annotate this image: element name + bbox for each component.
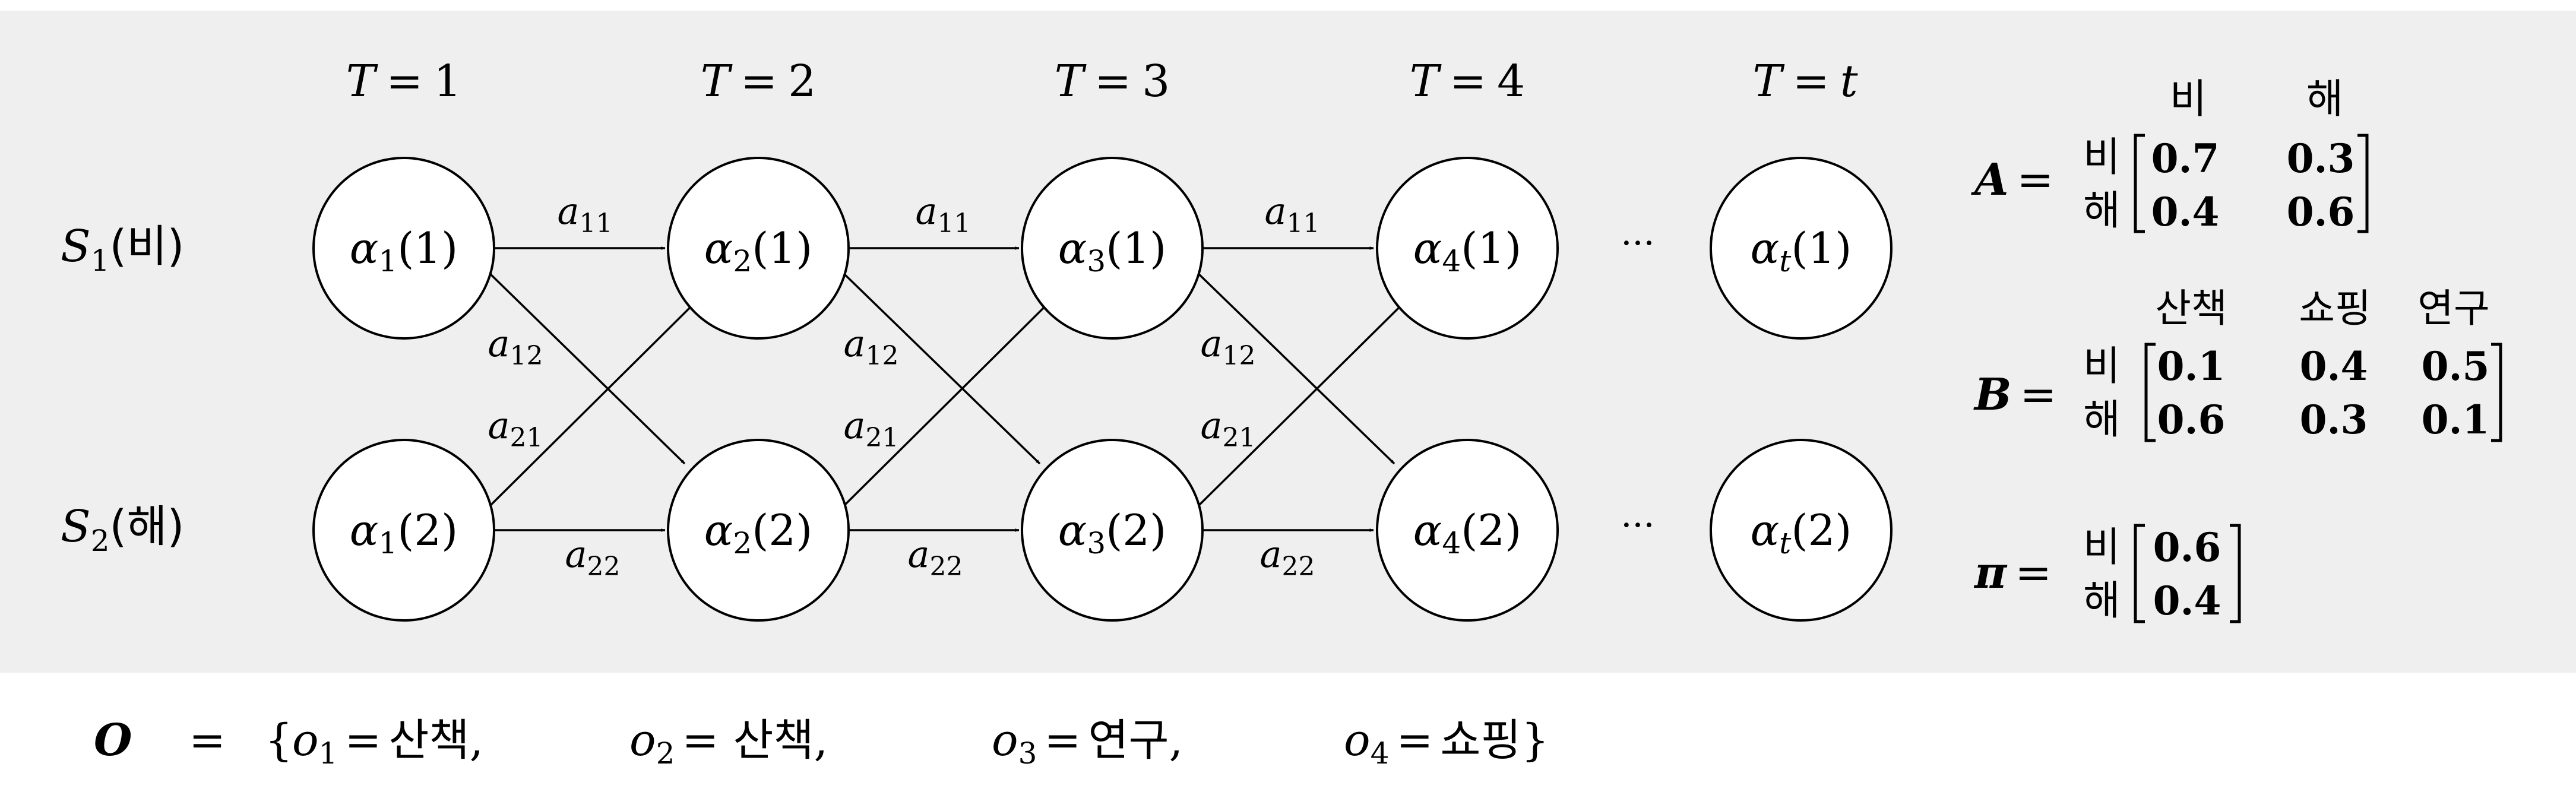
matrix-a-label: A= [1971, 154, 2053, 205]
matrix-b-left-bracket [2144, 343, 2156, 442]
observation-open-brace: { [265, 715, 293, 766]
matrix-b-row-2: 해 [2083, 397, 2121, 443]
observation-2: o2=산책, [629, 715, 828, 771]
edge-label-a11-1: a11 [558, 189, 613, 239]
edge-label-a12-3: a12 [1201, 322, 1256, 371]
node-alpha-2-1 [667, 157, 850, 340]
observation-4: o4=쇼핑} [1344, 715, 1549, 771]
matrix-a-right-bracket [2357, 134, 2369, 233]
node-label-alpha-1-2: α1(2) [350, 505, 458, 560]
edge-3-4-a12 [1194, 270, 1395, 465]
observation-1: o1=산책, [292, 715, 483, 771]
time-label-4: T=4 [1410, 56, 1525, 107]
vector-pi: π= 비 해 0.6 0.4 [1973, 524, 2241, 625]
matrix-a-cell-1-1: 0.7 [2151, 135, 2220, 182]
matrix-b-cell-2-1: 0.6 [2157, 397, 2226, 443]
matrix-a-col-2: 해 [2306, 76, 2344, 123]
node-alpha-t-1 [1710, 157, 1893, 340]
vector-pi-left-bracket [2134, 524, 2145, 623]
edge-label-a11-3: a11 [1265, 189, 1320, 239]
node-label-alpha-t-1: αt(1) [1751, 223, 1852, 278]
matrix-a-row-1: 비 [2083, 134, 2121, 181]
ellipsis-row-2: ··· [1621, 505, 1654, 546]
edge-3-4-a21 [1194, 304, 1403, 510]
node-alpha-2-2 [667, 439, 850, 622]
matrix-a-cell-2-1: 0.4 [2151, 189, 2220, 235]
matrix-a-cell-2-2: 0.6 [2287, 189, 2355, 235]
observation-symbol: O [94, 715, 132, 766]
node-alpha-4-1 [1376, 157, 1559, 340]
node-alpha-1-2 [312, 439, 495, 622]
node-alpha-3-1 [1021, 157, 1204, 340]
matrix-b-row-1: 비 [2083, 343, 2121, 390]
matrix-b-cell-1-1: 0.1 [2157, 343, 2226, 389]
matrix-a-row-2: 해 [2083, 188, 2121, 235]
node-label-alpha-3-1: α3(1) [1058, 223, 1166, 278]
matrix-a-cell-1-2: 0.3 [2287, 135, 2355, 182]
node-label-alpha-t-2: αt(2) [1751, 505, 1852, 560]
edge-label-a22-3: a22 [1260, 533, 1315, 582]
matrix-b: B= 산책 쇼핑 연구 비 해 0.1 0.4 0.5 0.6 0.3 0.1 [1973, 286, 2502, 443]
edge-label-a22-2: a22 [908, 533, 963, 582]
vector-pi-row-2: 해 [2083, 578, 2121, 625]
edge-1-2-a21 [486, 304, 694, 510]
matrix-b-label: B= [1973, 369, 2057, 420]
edge-label-a12-1: a12 [488, 322, 543, 371]
node-alpha-1-1 [312, 157, 495, 340]
edge-label-a21-1: a21 [488, 404, 543, 453]
node-label-alpha-3-2: α3(2) [1058, 505, 1166, 560]
node-alpha-4-2 [1376, 439, 1559, 622]
matrix-b-cell-2-2: 0.3 [2300, 397, 2368, 443]
node-alpha-t-2 [1710, 439, 1893, 622]
matrix-b-col-2: 쇼핑 [2299, 286, 2371, 331]
vector-pi-row-1: 비 [2083, 524, 2121, 571]
node-label-alpha-2-2: α2(2) [704, 505, 812, 560]
matrix-b-col-3: 연구 [2417, 286, 2489, 331]
matrix-a-left-bracket [2134, 134, 2145, 233]
matrix-b-right-bracket [2491, 343, 2502, 442]
observation-equals: = [189, 715, 226, 766]
vector-pi-cell-2: 0.4 [2153, 578, 2221, 624]
state-label-1: S1(비) [61, 221, 184, 278]
matrix-b-cell-1-3: 0.5 [2422, 343, 2490, 389]
time-label-2: T=2 [701, 56, 816, 107]
node-label-alpha-4-2: α4(2) [1413, 505, 1521, 560]
state-label-2: S2(해) [61, 501, 184, 558]
vector-pi-right-bracket [2230, 524, 2241, 623]
edge-label-a11-2: a11 [916, 189, 971, 239]
edge-label-a21-3: a21 [1201, 404, 1256, 453]
edge-label-a22-1: a22 [565, 533, 621, 582]
matrix-b-cell-2-3: 0.1 [2422, 397, 2490, 443]
transition-edges [486, 246, 1403, 532]
edge-2-3-a12 [840, 270, 1041, 465]
time-labels: T=1 T=2 T=3 T=4 T=t [346, 56, 1858, 107]
observation-3: o3=연구, [992, 715, 1183, 771]
edge-label-a12-2: a12 [844, 322, 899, 371]
edge-labels: a11 a12 a21 a22 a11 a12 a21 a22 a11 a12 … [488, 189, 1320, 582]
node-label-alpha-4-1: α4(1) [1413, 223, 1521, 278]
time-label-t: T=t [1752, 56, 1857, 107]
observation-sequence: O = { o1=산책, o2=산책, o3=연구, o4=쇼핑} [94, 715, 1549, 771]
vector-pi-label: π= [1973, 547, 2052, 598]
matrix-a-col-1: 비 [2170, 76, 2207, 123]
node-label-alpha-1-1: α1(1) [350, 223, 458, 278]
node-alpha-3-2 [1021, 439, 1204, 622]
node-label-alpha-2-1: α2(1) [704, 223, 812, 278]
matrix-b-col-1: 산책 [2155, 286, 2227, 331]
matrix-b-cell-1-2: 0.4 [2300, 343, 2368, 389]
edge-2-3-a21 [840, 304, 1048, 510]
edge-1-2-a12 [486, 270, 686, 465]
vector-pi-cell-1: 0.6 [2153, 524, 2221, 571]
time-label-1: T=1 [346, 56, 461, 107]
trellis-nodes: α1(1) α1(2) α2(1) α2(2) α3(1) α3(2) α4(1… [312, 157, 1893, 622]
matrix-a: A= 비 해 비 해 0.7 0.3 0.4 0.6 [1971, 76, 2369, 235]
ellipsis-row-1: ··· [1621, 223, 1654, 264]
edge-label-a21-2: a21 [844, 404, 899, 453]
time-label-3: T=3 [1055, 56, 1170, 107]
